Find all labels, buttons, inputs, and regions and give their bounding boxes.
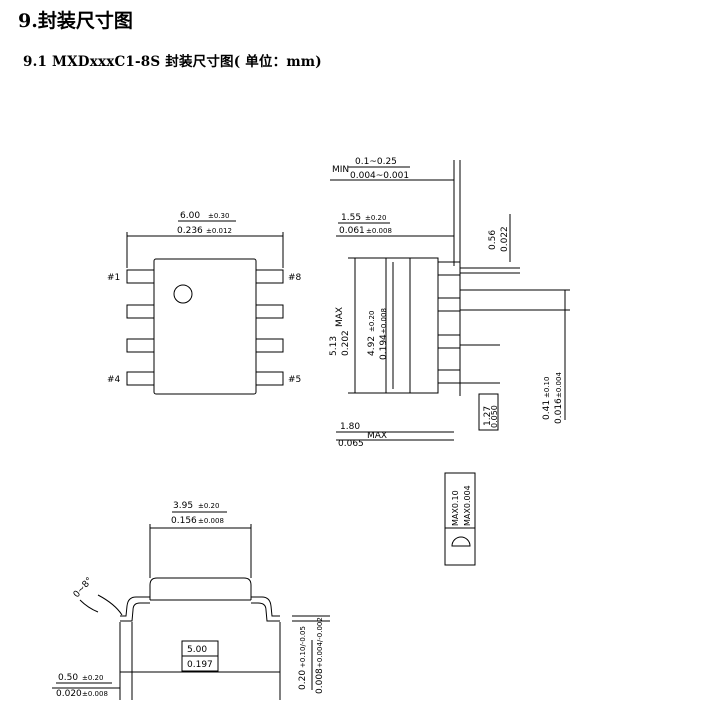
dim-lead-mm: 1.55 xyxy=(341,213,361,223)
pin-label-1: #1 xyxy=(107,273,120,283)
dim-width-in: 0.236 xyxy=(177,226,203,236)
dim-lead-in-tol: ±0.008 xyxy=(366,227,392,235)
dim-pitch-small-mm: 0.56 xyxy=(488,230,498,250)
dim-flatness-mm: MAX0.10 xyxy=(451,490,460,526)
dim-foot-mm: 0.50 xyxy=(58,673,78,683)
dim-thick-mm-tol: +0.10/-0.05 xyxy=(299,626,307,668)
dim-body-len-in: 0.194 xyxy=(379,334,389,360)
ic-body-side-view xyxy=(385,257,439,394)
dim-pitch-small-in: 0.022 xyxy=(500,226,510,252)
dim-body-len-mm: 4.92 xyxy=(367,336,377,356)
pin-label-5: #5 xyxy=(288,375,301,385)
dim-lead-mm-tol: ±0.20 xyxy=(365,214,386,222)
lead xyxy=(126,338,155,353)
lead xyxy=(255,304,284,319)
ic-body-top-view xyxy=(153,258,257,395)
dim-lead-w-in-tol: ±0.004 xyxy=(555,372,563,398)
dim-body-w-in-tol: ±0.008 xyxy=(198,517,224,525)
dim-lead-w-mm: 0.41 xyxy=(542,400,552,420)
pin1-marker xyxy=(173,284,193,304)
dim-overall-mm: 5.13 xyxy=(329,336,339,356)
dim-thick-in: 0.008 xyxy=(315,668,325,694)
dim-foot-in-tol: ±0.008 xyxy=(82,690,108,698)
lead xyxy=(255,371,284,386)
dim-width-mm: 6.00 xyxy=(180,211,200,221)
dim-pitch-in: 0.050 xyxy=(490,405,499,428)
flatness-frame xyxy=(444,472,476,566)
lead xyxy=(126,304,155,319)
lead xyxy=(126,269,155,284)
dim-foot-in: 0.020 xyxy=(56,689,82,699)
pitch-box xyxy=(478,393,499,431)
dim-body-len-mm-tol: ±0.20 xyxy=(368,311,376,332)
lead xyxy=(255,269,284,284)
dim-width-mm-tol: ±0.30 xyxy=(208,212,229,220)
dim-pitch-mm: 1.27 xyxy=(483,406,493,426)
dim-body-len-in-tol: ±0.008 xyxy=(380,308,388,334)
dim-height-in: 0.065 xyxy=(338,439,364,449)
dim-angle: 0~8° xyxy=(72,576,95,600)
dim-overall-suffix: MAX xyxy=(335,307,345,327)
lead xyxy=(126,371,155,386)
dim-lead-w-mm-tol: ±0.10 xyxy=(543,377,551,398)
pin-label-8: #8 xyxy=(288,273,302,283)
dim-thick-in-tol: +0.004/-0.002 xyxy=(316,617,324,668)
dim-standoff-prefix: MIN xyxy=(332,165,349,175)
dim-standoff-in: 0.004~0.001 xyxy=(350,171,409,181)
dim-span-in: 0.197 xyxy=(187,660,213,670)
lead xyxy=(255,338,284,353)
dim-body-w-in: 0.156 xyxy=(171,516,197,526)
lead xyxy=(437,297,461,312)
dim-standoff-mm: 0.1~0.25 xyxy=(355,157,397,167)
dim-overall-in: 0.202 xyxy=(341,330,351,356)
lead xyxy=(437,369,461,384)
lead xyxy=(437,261,461,276)
dim-width-in-tol: ±0.012 xyxy=(206,227,232,235)
dim-lead-in: 0.061 xyxy=(339,226,365,236)
dim-thick-mm: 0.20 xyxy=(298,670,308,690)
dim-height-suffix: MAX xyxy=(367,431,387,441)
lead xyxy=(437,334,461,349)
dim-span-mm: 5.00 xyxy=(187,645,207,655)
dim-foot-mm-tol: ±0.20 xyxy=(82,674,103,682)
ic-body-front-view xyxy=(149,577,252,600)
subsection-heading: 9.1 MXDxxxC1-8S 封装尺寸图( 单位：mm) xyxy=(23,54,322,70)
dim-height-mm: 1.80 xyxy=(340,422,360,432)
section-heading: 9.封装尺寸图 xyxy=(18,10,133,32)
dim-body-w-mm-tol: ±0.20 xyxy=(198,502,219,510)
dim-lead-w-in: 0.016 xyxy=(554,398,564,424)
dim-body-w-mm: 3.95 xyxy=(173,501,193,511)
pin-label-4: #4 xyxy=(107,375,121,385)
dim-flatness-in: MAX0.004 xyxy=(463,485,472,526)
